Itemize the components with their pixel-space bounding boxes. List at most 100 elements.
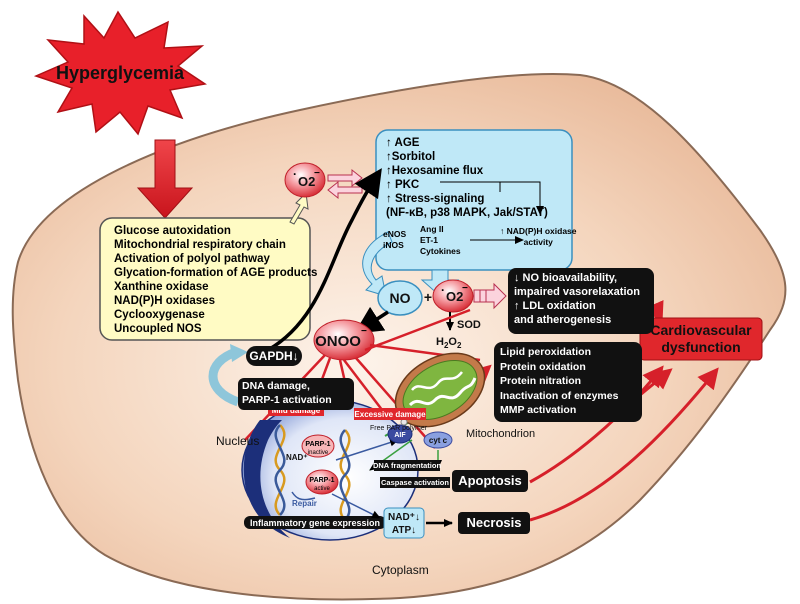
superoxide-mid-label: O2 [446, 289, 463, 304]
necrosis-label: Necrosis [466, 515, 522, 530]
parp-inactive-l1: PARP-1 [305, 441, 330, 448]
caspase-box [380, 477, 450, 488]
pathway-list: ↑ AGE ↑Sorbitol ↑Hexosamine flux ↑ PKC ↑… [386, 136, 548, 220]
pathway-internal-lines [440, 181, 544, 244]
apoptosis-to-cardio-arrow [529, 365, 664, 484]
nadph-line-1: ↑ NAD(P)H oxidase [500, 226, 577, 236]
nadph-activity: ↑ NAD(P)H oxidase activity [500, 226, 577, 248]
no-label: NO [390, 290, 411, 306]
repair-arrow [291, 491, 316, 501]
et1-label: ET-1 [420, 235, 438, 245]
parp-inactive-l2: inactive [308, 450, 329, 456]
source-item: Xanthine oxidase [114, 281, 209, 293]
dna-damage-line-1: DNA damage, [242, 380, 310, 392]
sod-label: SOD [457, 319, 481, 331]
nad-plus-label: NAD⁺ [286, 453, 308, 462]
superoxide-top-ball [284, 162, 326, 198]
nad-atp-line-1: NAD⁺↓ [388, 512, 420, 523]
oxidation-effects-box: Lipid peroxidation Protein oxidation Pro… [494, 342, 642, 422]
excessive-damage-label: Excessive damage [354, 410, 426, 419]
nad-atp-box [383, 507, 425, 539]
sources-list: Glucose autoxidation Mitochondrial respi… [114, 224, 317, 336]
cardio-line-1: Cardiovascular [650, 322, 752, 338]
aif-ball [387, 424, 413, 444]
h2o2-label: H2O2 [436, 336, 462, 350]
free-par-label: Free PAR polymer [370, 425, 428, 432]
parp-active-l1: PARP-1 [309, 477, 334, 484]
superoxide-top-label: O2 [298, 174, 315, 189]
superoxide-top-dot: · [293, 167, 297, 181]
mild-damage-label: Mild damage [272, 406, 321, 415]
nadph-line-2: activity [523, 237, 553, 247]
parp-to-nad-arrow [331, 493, 381, 519]
ang-label: Ang II [420, 224, 444, 234]
parp-active [305, 469, 339, 495]
cytc-ball [423, 431, 453, 449]
no-effect-item: ↑ LDL oxidation [514, 300, 596, 312]
gapdh-loop-arrow [208, 347, 240, 407]
parp-inactive [301, 434, 335, 458]
pathway-item: ↑ Stress-signaling [386, 193, 485, 205]
source-item: Activation of polyol pathway [114, 253, 270, 265]
no-ball [377, 280, 423, 316]
no-effect-item: ↓ NO bioavailability, [514, 272, 618, 284]
source-item: Cyclooxygenase [114, 309, 205, 321]
no-effect-item: impaired vasorelaxation [514, 286, 640, 298]
superoxide-mid-ball [432, 279, 474, 313]
inos-label: iNOS [383, 240, 404, 250]
dna-fragmentation-box [374, 460, 440, 471]
peroxynitrite-label: ONOO [315, 333, 361, 350]
aif-label: AIF [394, 432, 406, 439]
oxidation-effect-item: Lipid peroxidation [500, 346, 591, 358]
necrosis-box: Necrosis [458, 512, 530, 534]
sources-to-superoxide-arrow [289, 191, 309, 225]
cytc-label: cyt c [429, 436, 448, 445]
hyperglycemia-arrow [136, 139, 194, 219]
repair-label: Repair [292, 499, 317, 508]
source-item: Glucose autoxidation [114, 225, 231, 237]
dna-helix-left [274, 424, 286, 516]
ang-et-cyto: Ang II ET-1 Cytokines [420, 224, 461, 257]
enos-inos: eNOS iNOS [383, 229, 406, 251]
oxidation-effect-item: Inactivation of enzymes [500, 389, 619, 402]
apoptosis-box: Apoptosis [452, 470, 528, 492]
superoxide-mid-dot: · [441, 283, 445, 297]
gapdh-label: GAPDH↓ [249, 349, 299, 363]
source-item: Uncoupled NOS [114, 323, 202, 335]
pathway-item: (NF-κB, p38 MAPK, Jak/STAT) [386, 207, 548, 219]
dna-damage-line-2: PARP-1 activation [242, 394, 332, 406]
cardio-line-2: dysfunction [661, 339, 740, 355]
apoptosis-label: Apoptosis [458, 473, 522, 488]
peroxynitrite-charge: − [361, 326, 367, 337]
source-item: Glycation-formation of AGE products [114, 267, 318, 279]
no-effect-item: and atherogenesis [514, 314, 612, 326]
pathway-item: ↑ AGE [386, 137, 420, 149]
dna-helix-right [339, 429, 351, 521]
dna-damage-box: DNA damage, PARP-1 activation [238, 378, 354, 410]
oxidation-effect-item: MMP activation [500, 404, 577, 416]
nad-atp-line-2: ATP↓ [392, 525, 416, 536]
blue-arrow-par [335, 438, 399, 461]
dna-fragmentation-label: DNA fragmentation [373, 461, 441, 470]
gapdh-loop-head [230, 344, 248, 362]
inflammatory-box [244, 516, 386, 529]
nucleus-crescent [243, 420, 290, 538]
oxidation-to-cardio-arrow [639, 368, 673, 397]
oxidation-effect-item: Protein oxidation [500, 360, 586, 373]
hyperglycemia-burst [33, 10, 207, 136]
mitochondrion-label: Mitochondrion [466, 428, 535, 440]
pathway-item: ↑ PKC [386, 179, 420, 191]
cardio-box [639, 317, 763, 361]
inflammatory-label: Inflammatory gene expression [250, 518, 380, 528]
enos-label: eNOS [383, 229, 407, 239]
superoxide-to-effects-arrow [473, 282, 507, 310]
excessive-damage-box [354, 408, 426, 420]
necrosis-to-cardio-arrow [529, 367, 719, 522]
pathway-box [375, 129, 573, 271]
oxidation-effect-item: Protein nitration [500, 375, 582, 387]
no-effects-box: ↓ NO bioavailability, impaired vasorelax… [508, 268, 654, 334]
sources-box [99, 217, 311, 341]
superoxide-top-charge: − [314, 168, 320, 179]
